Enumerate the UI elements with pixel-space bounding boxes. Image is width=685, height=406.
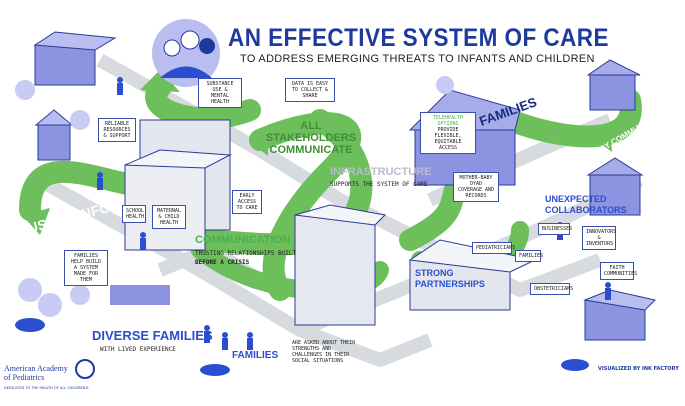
caption-communication-sub: TRUSTING RELATIONSHIPS BUILT [195, 250, 297, 257]
caption-unexpected: UNEXPECTED COLLABORATORS [545, 194, 627, 215]
caption-infrastructure-sub: SUPPORTS THE SYSTEM OF CARE [330, 181, 428, 188]
label-data: DATA IS EASY TO COLLECT & SHARE [285, 78, 335, 102]
people [97, 77, 611, 350]
caption-diverse-families: DIVERSE FAMILIES [92, 328, 213, 343]
label-early-access: EARLY ACCESS TO CARE [232, 190, 262, 214]
label-reliable: RELIABLE RESOURCES & SUPPORT [98, 118, 136, 142]
label-school-health: SCHOOL HEALTH [122, 205, 146, 223]
caption-diverse-sub: WITH LIVED EXPERIENCE [100, 346, 176, 353]
caption-strong-partnerships: STRONG PARTNERSHIPS [415, 268, 485, 289]
label-substance-use: SUBSTANCE USE & MENTAL HEALTH [198, 78, 242, 108]
label-families-sign: FAMILIES [515, 250, 543, 262]
label-pediatricians: PEDIATRICIANS [472, 242, 515, 254]
telehealth-sub: PROVIDE FLEXIBLE, EQUITABLE ACCESS [434, 127, 462, 151]
label-maternal: MATERNAL & CHILD HEALTH [152, 205, 186, 229]
arrow-label-stakeholders: ALL STAKEHOLDERS COMMUNICATE [265, 120, 357, 156]
family-portrait [152, 19, 220, 87]
label-obstetricians: OBSTETRICIANS [530, 283, 573, 295]
label-innovators: INNOVATORS & INVENTORS [582, 226, 616, 250]
aap-tagline: DEDICATED TO THE HEALTH OF ALL CHILDREN® [4, 386, 89, 390]
caption-infrastructure: INFRASTRUCTURE [330, 166, 432, 178]
label-businesses: BUSINESSES [538, 223, 572, 235]
caption-communication-before: BEFORE A CRISIS [195, 259, 250, 266]
label-faith: FAITH COMMUNITIES [600, 262, 637, 280]
aap-logo-text: American Academy of Pediatrics [4, 364, 68, 382]
seal [75, 359, 95, 379]
page-title: AN EFFECTIVE SYSTEM OF CARE [228, 24, 609, 52]
page-subtitle: TO ADDRESS EMERGING THREATS TO INFANTS A… [240, 53, 595, 65]
caption-communication: COMMUNICATION [195, 234, 291, 246]
label-mother-baby: MOTHER-BABY DYAD COVERAGE AND RECORDS [453, 172, 499, 202]
label-families-help: FAMILIES HELP BUILD A SYSTEM MADE FOR TH… [64, 250, 108, 286]
credit-ink-factory: VISUALIZED BY INK FACTORY [598, 366, 679, 372]
caption-families-asked-sub: ARE ASKED ABOUT THEIR STRENGTHS AND CHAL… [292, 340, 356, 364]
telehealth-title: TELEHEALTH OPTIONS [432, 115, 464, 127]
trees [15, 76, 589, 376]
caption-families-asked: FAMILIES [232, 350, 279, 361]
